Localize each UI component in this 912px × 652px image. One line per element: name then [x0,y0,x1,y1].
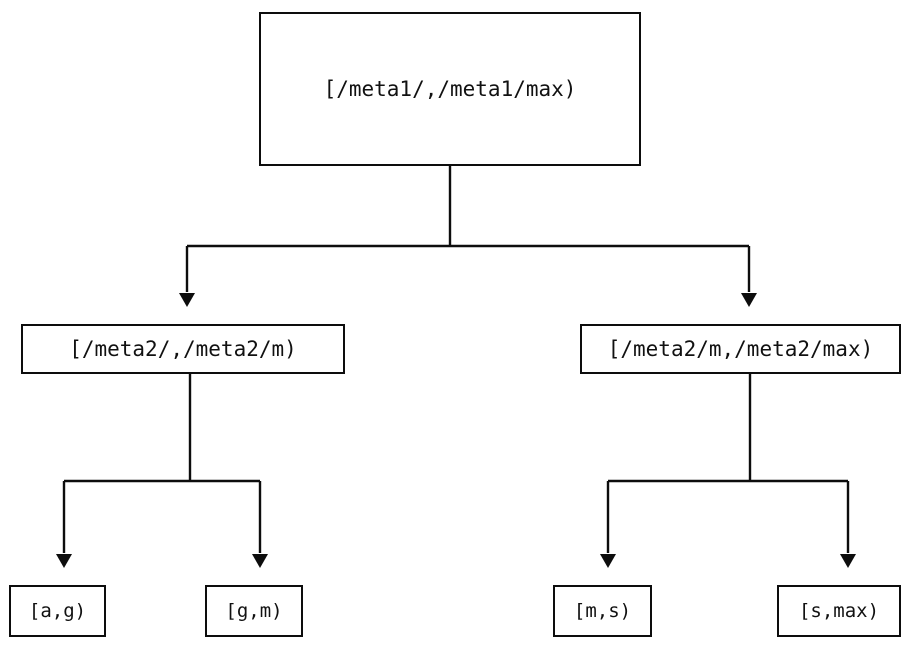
tree-node-leaf-s-max[interactable]: [s,max) [777,585,901,637]
tree-node-mid-left[interactable]: [/meta2/,/meta2/m) [21,324,345,374]
tree-node-leaf-g-m[interactable]: [g,m) [205,585,303,637]
edge-mid-right-split [608,374,848,483]
tree-node-leaf-m-s[interactable]: [m,s) [553,585,652,637]
edge-root-to-mid-left [179,246,195,307]
edge-mid-right-to-leaf-smax [840,481,856,568]
edge-root-split [187,166,749,248]
edge-mid-left-to-leaf-ag [56,481,72,568]
edge-mid-left-split [64,374,260,483]
edge-mid-left-to-leaf-gm [252,481,268,568]
edge-mid-right-to-leaf-ms [600,481,616,568]
tree-node-leaf-a-g[interactable]: [a,g) [9,585,106,637]
tree-node-mid-right[interactable]: [/meta2/m,/meta2/max) [580,324,901,374]
edge-root-to-mid-right [741,246,757,307]
tree-node-root[interactable]: [/meta1/,/meta1/max) [259,12,641,166]
